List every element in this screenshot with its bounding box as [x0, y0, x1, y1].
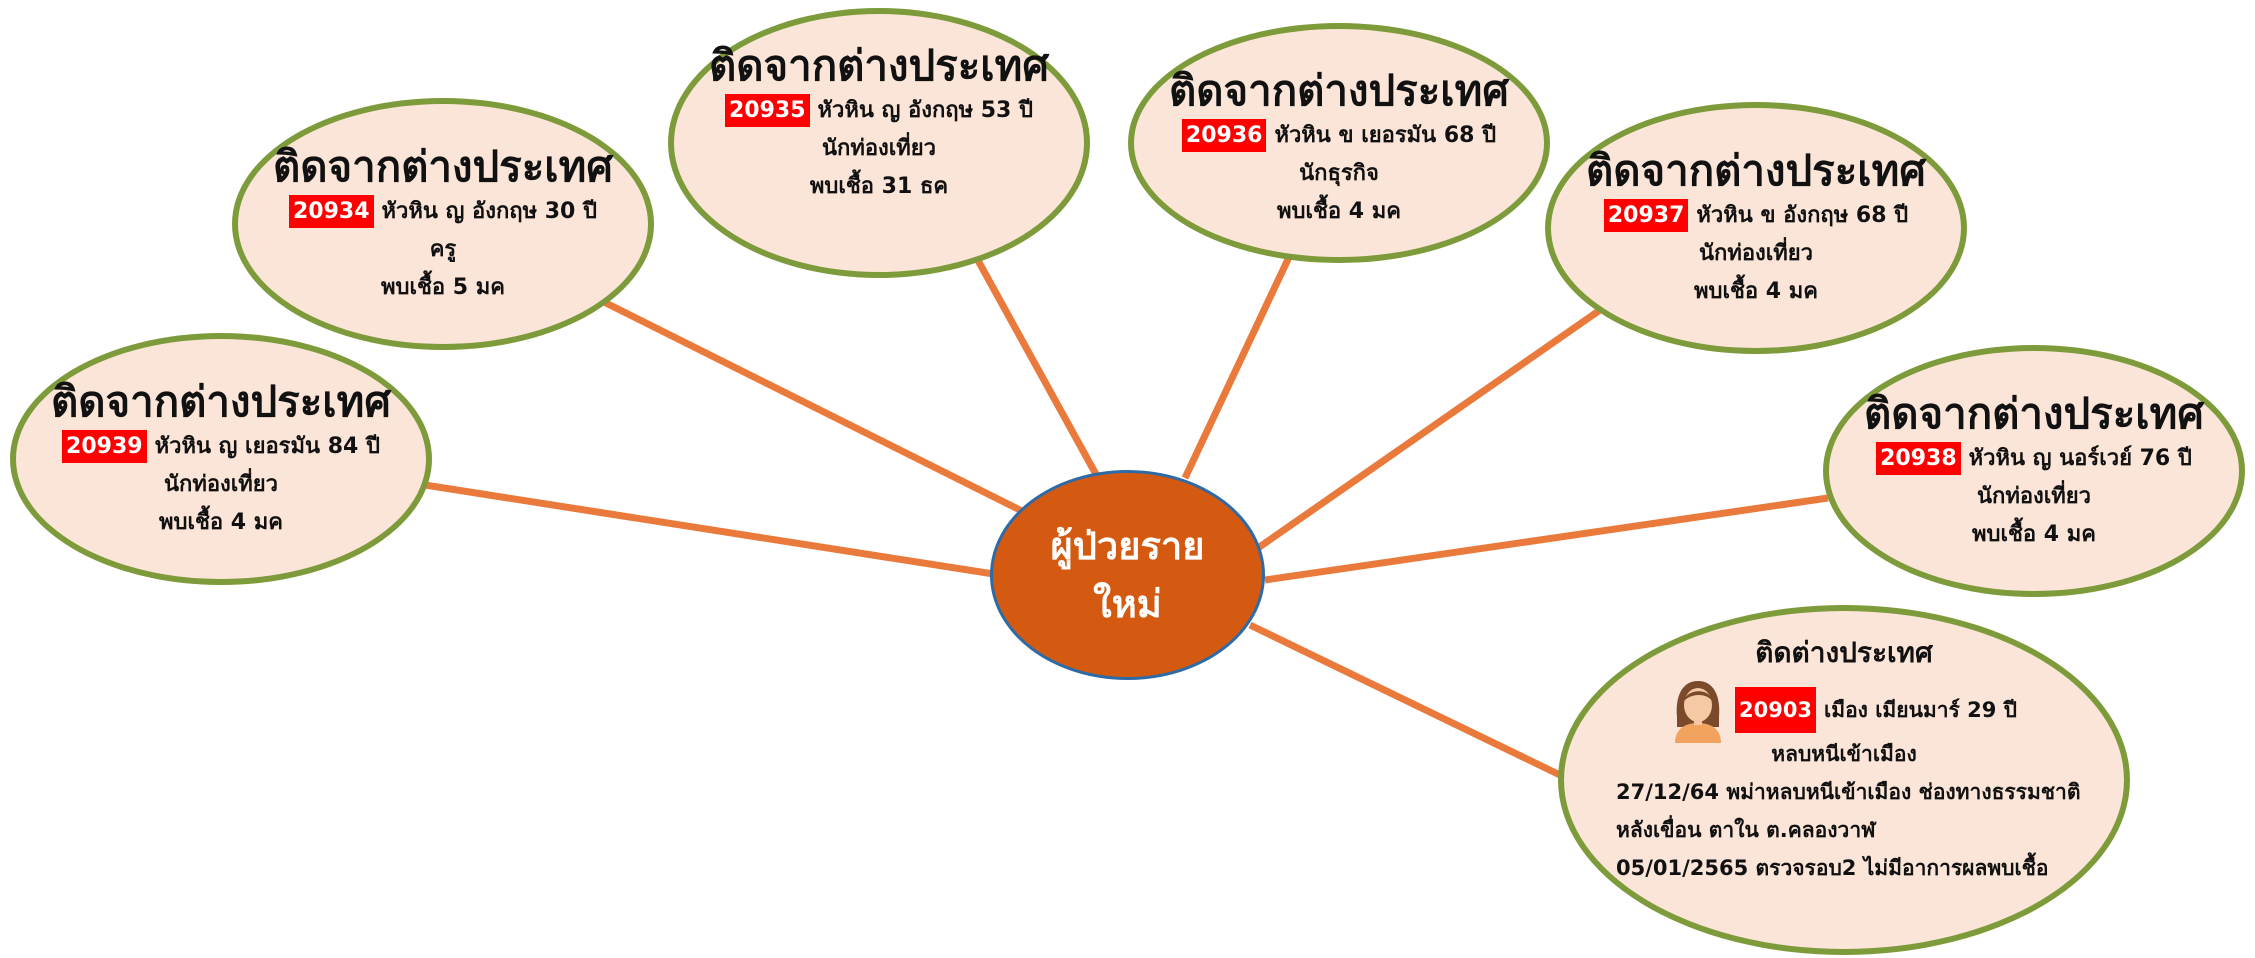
case-node-20935: ติดจากต่างประเทศ 20935 หัวหิน ญ อังกฤษ 53…: [668, 8, 1090, 278]
case-found-date: พบเชื้อ 4 มค: [1694, 279, 1818, 304]
node-title: ติดจากต่างประเทศ: [50, 377, 392, 426]
case-note-line-3: 05/01/2565 ตรวจรอบ2 ไม่มีอาการผลพบเชื้อ: [1616, 856, 2049, 880]
center-label-line-2: ใหม่: [1093, 582, 1162, 626]
case-id-badge: 20903: [1734, 687, 1817, 733]
connector-line: [1264, 494, 1829, 584]
center-label-line-1: ผู้ป่วยราย: [1050, 524, 1205, 568]
case-description: หัวหิน ข เยอรมัน 68 ปี: [1274, 123, 1497, 148]
case-node-20936: ติดจากต่างประเทศ 20936 หัวหิน ข เยอรมัน 6…: [1128, 23, 1550, 263]
case-node-20938: ติดจากต่างประเทศ 20938 หัวหิน ญ นอร์เวย์ …: [1823, 345, 2245, 597]
node-title: ติดต่างประเทศ: [1755, 636, 1933, 669]
case-id-badge: 20938: [1876, 442, 1961, 475]
case-found-date: พบเชื้อ 4 มค: [1277, 199, 1401, 224]
case-note-line-2: หลังเขื่อน ตาใน ต.คลองวาฬ: [1616, 818, 1876, 842]
case-occupation: นักท่องเที่ยว: [163, 472, 279, 497]
case-id-badge: 20936: [1181, 119, 1267, 152]
case-found-date: พบเชื้อ 4 มค: [159, 510, 283, 535]
case-occupation: นักท่องเที่ยว: [821, 136, 937, 161]
case-status: หลบหนีเข้าเมือง: [1771, 742, 1917, 766]
case-description: หัวหิน ญ เยอรมัน 84 ปี: [154, 434, 380, 459]
case-id-badge: 20939: [62, 430, 147, 463]
case-node-20934: ติดจากต่างประเทศ 20934 หัวหิน ญ อังกฤษ 30…: [232, 98, 654, 350]
connector-line: [1256, 307, 1602, 551]
case-occupation: ครู: [429, 237, 457, 262]
node-title: ติดจากต่างประเทศ: [272, 142, 614, 191]
case-id-badge: 20935: [724, 94, 810, 127]
case-description: หัวหิน ญ อังกฤษ 53 ปี: [817, 98, 1033, 123]
woman-avatar-icon: [1674, 681, 1721, 743]
connector-line: [971, 253, 1102, 480]
case-description: เมือง เมียนมาร์ 29 ปี: [1824, 698, 2018, 722]
case-occupation: นักท่องเที่ยว: [1976, 484, 2092, 509]
connector-line: [1248, 621, 1562, 779]
case-found-date: พบเชื้อ 5 มค: [381, 275, 505, 300]
case-occupation: นักท่องเที่ยว: [1698, 241, 1814, 266]
node-title: ติดจากต่างประเทศ: [708, 41, 1050, 90]
connector-line: [598, 296, 1032, 519]
case-description: หัวหิน ญ อังกฤษ 30 ปี: [381, 199, 597, 224]
case-found-date: พบเชื้อ 4 มค: [1972, 522, 2096, 547]
case-description: หัวหิน ญ นอร์เวย์ 76 ปี: [1968, 446, 2192, 471]
center-node-new-patients: ผู้ป่วยราย ใหม่: [990, 470, 1265, 680]
case-id-badge: 20937: [1603, 199, 1689, 232]
node-title: ติดจากต่างประเทศ: [1863, 389, 2205, 438]
case-note-line-1: 27/12/64 พม่าหลบหนีเข้าเมือง ช่องทางธรรม…: [1616, 780, 2081, 804]
case-node-20903: ติดต่างประเทศ 20903 เมือง เมียนมาร์ 29 ป…: [1558, 605, 2130, 955]
node-title: ติดจากต่างประเทศ: [1585, 146, 1927, 195]
connector-line: [1181, 253, 1294, 480]
case-found-date: พบเชื้อ 31 ธค: [809, 174, 949, 199]
case-node-20939: ติดจากต่างประเทศ 20939 หัวหิน ญ เยอรมัน 8…: [10, 333, 432, 585]
case-occupation: นักธุรกิจ: [1299, 161, 1379, 186]
node-title: ติดจากต่างประเทศ: [1168, 66, 1510, 115]
connector-line: [424, 481, 1001, 579]
case-node-20937: ติดจากต่างประเทศ 20937 หัวหิน ข อังกฤษ 68…: [1545, 102, 1967, 354]
case-id-badge: 20934: [288, 195, 374, 228]
case-description: หัวหิน ข อังกฤษ 68 ปี: [1696, 203, 1909, 228]
